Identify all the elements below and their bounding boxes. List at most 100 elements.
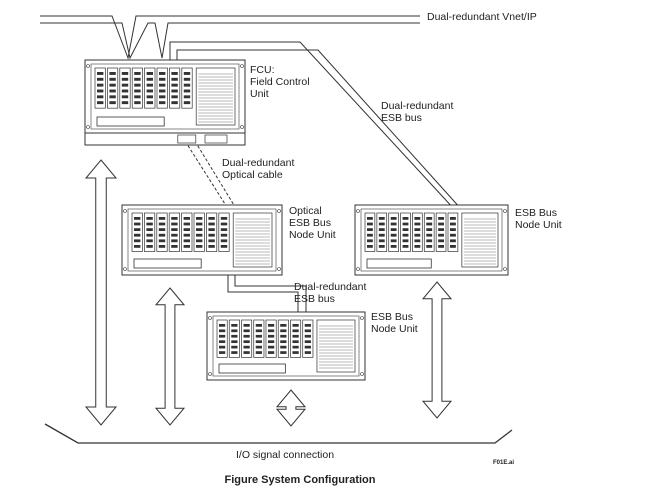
module-connector: [183, 239, 190, 243]
module-connector: [109, 101, 116, 105]
module-connector: [402, 239, 409, 243]
io-module-slot: [290, 319, 302, 358]
module-connector: [450, 239, 456, 243]
module-connector: [208, 222, 215, 226]
module-connector: [219, 351, 226, 354]
module-connector: [243, 329, 250, 333]
module-connector: [171, 245, 178, 248]
module-connector: [367, 217, 373, 220]
module-connector: [109, 83, 116, 87]
label-line: ESB Bus: [289, 217, 332, 229]
io-module-slot: [206, 212, 218, 252]
module-connector: [231, 324, 238, 327]
module-connector: [426, 239, 433, 243]
optical-cable: [179, 132, 241, 216]
module-connector: [208, 233, 215, 237]
module-connector: [97, 89, 104, 93]
module-connector: [159, 89, 166, 93]
module-connector: [231, 340, 238, 344]
module-connector: [97, 72, 104, 75]
handle-bar: [218, 363, 286, 374]
module-connector: [183, 77, 191, 81]
io-module-slot: [169, 67, 181, 109]
module-connector: [280, 345, 287, 349]
module-connector: [219, 324, 226, 327]
io-module-slot: [144, 212, 156, 252]
module-connector: [255, 340, 262, 344]
io-module-slot: [156, 67, 168, 109]
io-module-slot: [119, 67, 131, 109]
module-connector: [243, 334, 250, 338]
module-connector: [121, 95, 129, 99]
module-connector: [414, 228, 421, 231]
handle-bar: [96, 116, 165, 127]
module-connector: [243, 345, 250, 349]
io-signal-label: I/O signal connection: [236, 449, 335, 461]
io-module-slot: [435, 212, 447, 252]
esb-bus-mid-label: Dual-redundant ESB bus: [294, 281, 366, 305]
module-connector: [280, 340, 287, 344]
module-connector: [292, 351, 299, 354]
module-connector: [183, 95, 191, 99]
right-esb-node-rack: [354, 204, 509, 276]
module-connector: [231, 334, 238, 338]
module-connector: [255, 334, 262, 338]
module-connector: [146, 217, 153, 220]
module-connector: [304, 329, 311, 333]
module-connector: [159, 83, 166, 87]
module-connector: [426, 228, 433, 231]
io-module-slot: [253, 319, 265, 358]
module-connector: [109, 77, 116, 81]
io-module-slot: [131, 212, 143, 252]
right-node-label: ESB Bus Node Unit: [515, 207, 562, 231]
module-connector: [220, 228, 228, 231]
module-connector: [367, 239, 373, 243]
rack-inner: [90, 63, 240, 130]
module-connector: [367, 222, 373, 226]
module-connector: [426, 233, 433, 237]
module-connector: [208, 217, 215, 220]
module-connector: [304, 340, 311, 344]
mounting-hole: [123, 267, 127, 271]
module-connector: [292, 329, 299, 333]
module-connector: [378, 233, 385, 237]
module-connector: [134, 239, 141, 243]
connector: [204, 134, 228, 144]
module-connector: [220, 233, 228, 237]
module-connector: [304, 324, 311, 327]
module-connector: [134, 245, 141, 248]
module-connector: [146, 239, 153, 243]
label-line: Optical cable: [222, 169, 283, 181]
module-connector: [220, 239, 228, 243]
module-connector: [267, 334, 275, 338]
io-module-slot: [364, 212, 376, 252]
module-connector: [159, 95, 166, 99]
label-line: ESB bus: [381, 112, 422, 124]
module-connector: [438, 222, 445, 226]
module-connector: [243, 340, 250, 344]
fcu-label-line: Field Control: [250, 76, 310, 88]
mounting-hole: [503, 209, 507, 213]
module-connector: [171, 77, 178, 81]
rack-inner: [360, 208, 503, 272]
module-connector: [402, 228, 409, 231]
module-connector: [219, 334, 226, 338]
module-connector: [304, 345, 311, 349]
module-connector: [414, 217, 421, 220]
label-line: Dual-redundant: [294, 281, 367, 293]
module-connector: [414, 245, 421, 248]
module-connector: [109, 89, 116, 93]
mounting-hole: [86, 64, 90, 68]
mounting-hole: [277, 209, 281, 213]
module-connector: [171, 239, 178, 243]
mounting-hole: [503, 267, 507, 271]
double-arrow: [84, 159, 118, 426]
io-module-slot: [218, 212, 230, 252]
module-connector: [196, 228, 203, 231]
module-connector: [183, 233, 190, 237]
module-connector: [171, 222, 178, 226]
module-connector: [220, 217, 228, 220]
module-connector: [134, 101, 141, 105]
mounting-hole: [240, 125, 244, 129]
